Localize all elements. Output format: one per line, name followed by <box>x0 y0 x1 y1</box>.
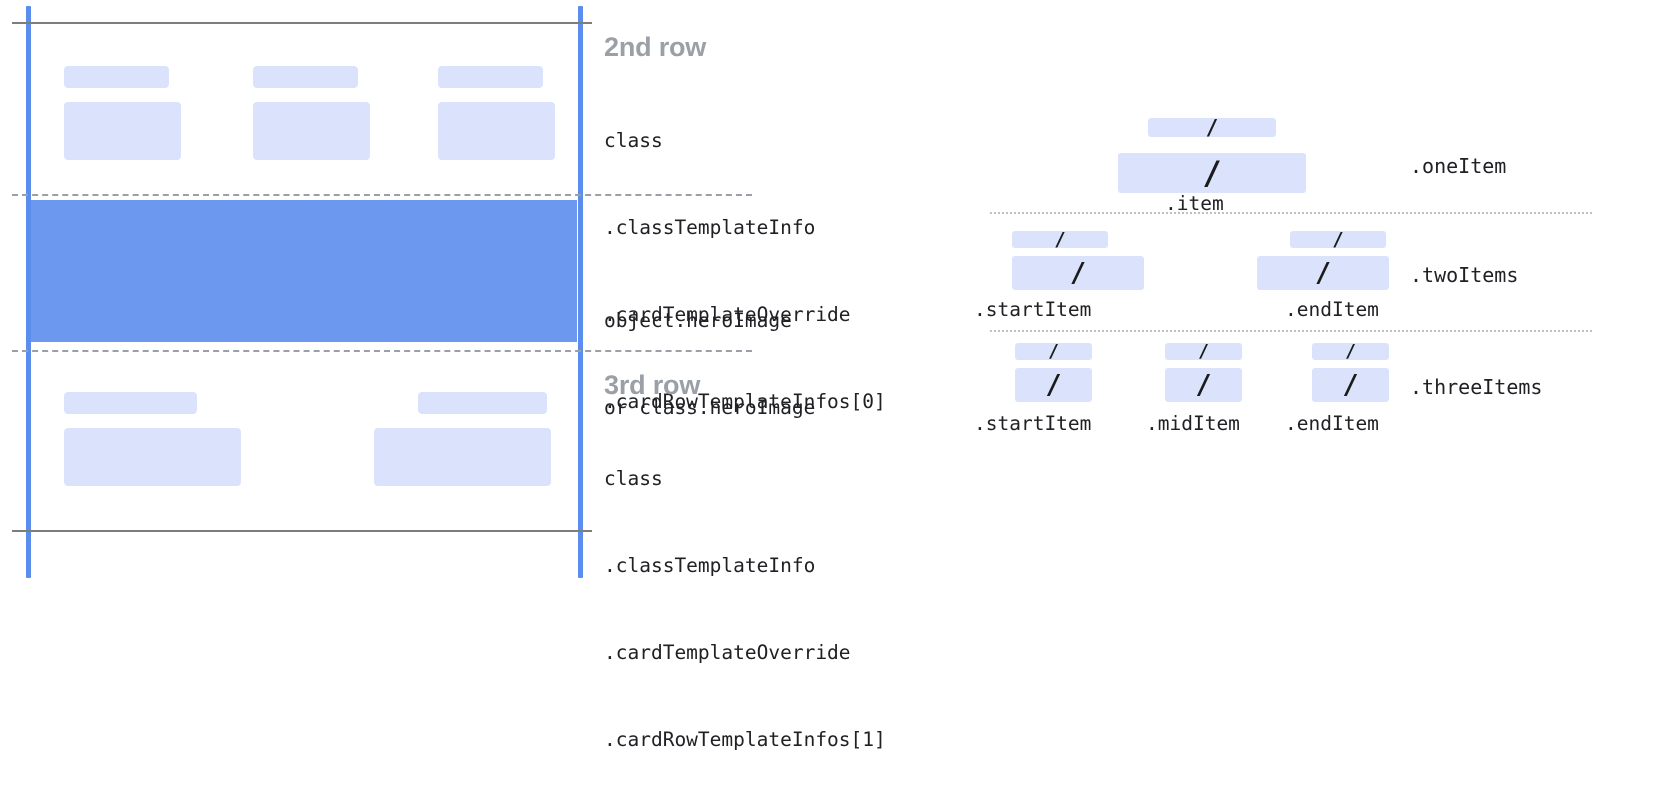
slash-glyph: / <box>1198 343 1209 360</box>
third-row-col2-label-chip <box>418 392 547 414</box>
one-item-label-chip: / <box>1148 118 1276 137</box>
second-row-code-line-2: .classTemplateInfo <box>604 216 816 239</box>
three-items-mid-label-chip: / <box>1165 343 1242 360</box>
one-two-items-separator <box>990 212 1592 214</box>
third-row-code-line-2: .classTemplateInfo <box>604 554 816 577</box>
third-row-caption: 3rd row class .classTemplateInfo .cardTe… <box>604 368 886 812</box>
second-row-col1-value-chip <box>64 102 181 160</box>
three-items-start-item-label: .startItem <box>974 412 1092 435</box>
card-right-guide-rail <box>578 6 583 578</box>
two-items-end-label-chip: / <box>1290 231 1386 248</box>
second-row-col3-value-chip <box>438 102 555 160</box>
slash-glyph: / <box>1195 369 1212 401</box>
two-items-start-label-chip: / <box>1012 231 1108 248</box>
hero-row-code: object.heroImage or class.heroImage <box>604 248 815 480</box>
second-row-col2-label-chip <box>253 66 358 88</box>
three-items-start-value-chip: / <box>1015 368 1092 402</box>
three-items-end-value-chip: / <box>1312 368 1389 402</box>
slash-glyph: / <box>1332 231 1344 248</box>
two-items-group-label: .twoItems <box>1410 263 1519 287</box>
three-items-start-label-chip: / <box>1015 343 1092 360</box>
slash-glyph: / <box>1342 369 1359 401</box>
two-items-end-item-label: .endItem <box>1285 298 1379 321</box>
third-row-col1-value-chip <box>64 428 241 486</box>
slash-glyph: / <box>1045 369 1062 401</box>
second-row-body <box>31 24 577 194</box>
two-items-start-item-label: .startItem <box>974 298 1092 321</box>
slash-glyph: / <box>1048 343 1059 360</box>
three-items-end-item-label: .endItem <box>1285 412 1379 435</box>
second-row-caption: 2nd row class .classTemplateInfo .cardTe… <box>604 30 886 474</box>
second-row-code-line-1: class <box>604 129 663 152</box>
three-items-end-label-chip: / <box>1312 343 1389 360</box>
third-row-code: class .classTemplateInfo .cardTemplateOv… <box>604 406 886 812</box>
second-row-col2-value-chip <box>253 102 370 160</box>
third-row-code-line-3: .cardTemplateOverride <box>604 641 851 664</box>
third-row-code-line-4: .cardRowTemplateInfos[1] <box>604 728 886 751</box>
one-item-group-label: .oneItem <box>1410 154 1507 178</box>
slash-glyph: / <box>1202 154 1222 192</box>
slash-glyph: / <box>1205 118 1219 137</box>
two-items-end-value-chip: / <box>1257 256 1389 290</box>
one-item-value-chip: / <box>1118 153 1306 193</box>
three-items-group-label: .threeItems <box>1410 375 1543 399</box>
hero-row-code-line-2: or class.heroImage <box>604 396 816 419</box>
third-row-body <box>31 352 577 530</box>
hero-row-code-line-1: object.heroImage <box>604 309 792 332</box>
three-items-mid-item-label: .midItem <box>1146 412 1240 435</box>
third-row-col1-label-chip <box>64 392 197 414</box>
second-row-title: 2nd row <box>604 32 707 62</box>
one-item-item-label: .item <box>1165 192 1224 215</box>
three-items-mid-value-chip: / <box>1165 368 1242 402</box>
third-row-title: 3rd row <box>604 370 701 400</box>
two-three-items-separator <box>990 330 1592 332</box>
hero-third-row-separator <box>12 350 752 352</box>
second-row-code: class .classTemplateInfo .cardTemplateOv… <box>604 68 886 474</box>
second-row-code-line-4: .cardRowTemplateInfos[0] <box>604 390 886 413</box>
card-top-border <box>12 22 592 24</box>
second-row-hero-separator <box>12 194 752 196</box>
slash-glyph: / <box>1314 257 1332 289</box>
second-row-col1-label-chip <box>64 66 169 88</box>
slash-glyph: / <box>1054 231 1066 248</box>
hero-row-caption: object.heroImage or class.heroImage <box>604 248 815 480</box>
slash-glyph: / <box>1345 343 1356 360</box>
card-template-diagram <box>0 0 752 584</box>
two-items-start-value-chip: / <box>1012 256 1144 290</box>
item-layout-diagram: / / .item .oneItem / / .startItem / / .e… <box>960 0 1676 584</box>
hero-image-band <box>31 200 577 342</box>
slash-glyph: / <box>1069 257 1087 289</box>
third-row-code-line-1: class <box>604 467 663 490</box>
second-row-col3-label-chip <box>438 66 543 88</box>
second-row-code-line-3: .cardTemplateOverride <box>604 303 851 326</box>
card-left-guide-rail <box>26 6 31 578</box>
card-bottom-border <box>12 530 592 532</box>
third-row-col2-value-chip <box>374 428 551 486</box>
